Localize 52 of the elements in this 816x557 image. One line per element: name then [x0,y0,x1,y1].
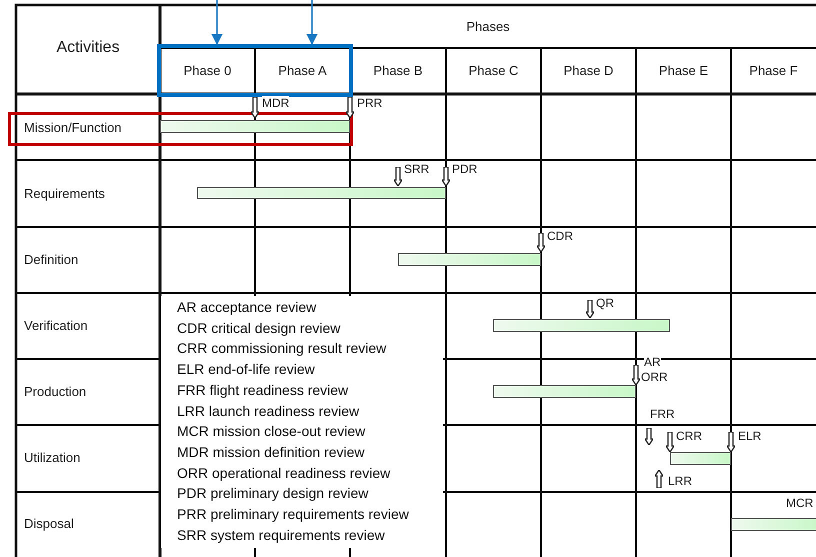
schedule-bar [731,518,816,531]
arrow [211,0,223,46]
activity-label: Disposal [24,516,74,532]
activity-label: Verification [24,318,88,334]
column-group-header: Phases [160,5,816,48]
abbreviation-entry: PRR preliminary requirements review [177,505,410,524]
abbreviation-entry: ORR operational readiness review [177,464,392,483]
phase-header: Phase A [255,48,350,94]
abbreviation-entry: ELR end-of-life review [177,360,316,380]
milestone-label: CRR [676,429,702,443]
milestone-label: ELR [738,429,762,443]
milestone-label: MDR [262,96,290,110]
milestone-label: FRR [650,407,675,421]
activity-label: Utilization [24,450,80,466]
schedule-bar [493,319,670,332]
phase-header: Phase E [636,48,731,94]
schedule-bar [493,385,636,398]
activity-label: Production [24,384,86,400]
milestone-label: LRR [668,474,692,488]
activity-label: Mission/Function [24,120,122,136]
highlight-frame [8,112,353,146]
milestone-label: PRR [357,96,382,110]
abbreviation-entry: AR acceptance review [177,298,318,317]
activity-label: Definition [24,252,78,268]
abbreviation-entry: FRR flight readiness review [177,380,350,400]
abbreviation-entry: LRR launch readiness review [177,402,360,421]
schedule-bar [197,187,446,199]
schedule-bar [160,120,350,133]
abbreviation-entry: PDR preliminary design review [177,484,370,504]
phase-header: Phase B [350,48,446,94]
abbreviation-entry: CRR commissioning result review [177,339,388,358]
abbreviation-entry: MDR mission definition review [177,442,366,462]
abbreviation-entry: MCR mission close-out review [177,422,366,442]
abbreviation-entry: CDR critical design review [177,318,342,338]
highlight-frame [157,44,353,97]
column-title: Activities [16,5,160,94]
phase-header: Phase C [446,48,541,94]
milestone-label: MCR [786,496,814,510]
phase-header: Phase F [731,48,816,94]
milestone-label: ORR [641,370,668,384]
milestone-label: SRR [404,162,430,176]
milestone-label: CDR [547,229,573,243]
arrow [306,0,318,46]
activity-label: Requirements [24,186,105,202]
milestone-label: QR [596,296,614,310]
milestone-label: PDR [452,162,478,176]
abbreviation-entry: SRR system requirements review [177,526,386,545]
milestone-label: AR [644,355,661,369]
phase-header: Phase 0 [160,48,255,94]
phase-header: Phase D [541,48,636,94]
schedule-bar [398,253,541,266]
schedule-bar [670,452,731,465]
